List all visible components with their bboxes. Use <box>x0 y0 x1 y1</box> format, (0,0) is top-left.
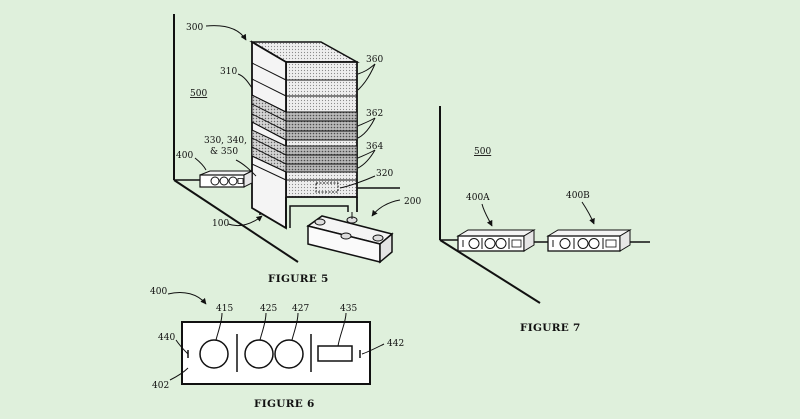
knob-427 <box>274 339 304 369</box>
figure-6-caption: FIGURE 6 <box>254 398 315 410</box>
label-500-fig7: 500 <box>474 147 491 157</box>
device-400A <box>456 229 536 252</box>
fig7-leader-lines <box>481 201 595 227</box>
knob-425 <box>244 339 274 369</box>
label-364: 364 <box>366 142 383 152</box>
label-442: 442 <box>387 339 404 349</box>
fig6-labels: 400 415 425 427 435 440 442 402 FIGURE 6 <box>150 287 404 410</box>
label-300: 300 <box>186 23 203 33</box>
device-400-small <box>199 170 253 188</box>
label-350: & 350 <box>210 147 238 157</box>
fig7-room-lines <box>439 106 650 304</box>
fig7-labels: 500 400A 400B FIGURE 7 <box>466 147 590 334</box>
label-330-340: 330, 340, <box>204 136 247 146</box>
rack-tower <box>249 40 360 230</box>
robot-200 <box>306 212 394 264</box>
figure-7-caption: FIGURE 7 <box>520 322 581 334</box>
label-100: 100 <box>212 219 229 229</box>
label-310: 310 <box>220 67 237 77</box>
fig5-leader-lines <box>194 25 401 227</box>
label-400B: 400B <box>566 191 590 201</box>
figure-5-caption: FIGURE 5 <box>268 273 329 285</box>
label-400: 400 <box>176 151 193 161</box>
label-435: 435 <box>340 304 357 314</box>
label-362: 362 <box>366 109 383 119</box>
label-427: 427 <box>292 304 309 314</box>
label-400A: 400A <box>466 193 490 203</box>
fig5-labels: 300 310 360 362 364 320 500 330, 340, & … <box>176 23 421 285</box>
label-425: 425 <box>260 304 277 314</box>
knob-415 <box>199 339 229 369</box>
figure-6: 400 415 425 427 435 440 442 402 FIGURE 6 <box>150 287 404 410</box>
display-435 <box>317 345 353 362</box>
sensor-320-box <box>315 182 339 193</box>
label-415: 415 <box>216 304 233 314</box>
label-500: 500 <box>190 89 207 99</box>
label-440: 440 <box>158 333 175 343</box>
label-360: 360 <box>366 55 383 65</box>
label-320: 320 <box>376 169 393 179</box>
label-200: 200 <box>404 197 421 207</box>
device-400B <box>546 229 632 252</box>
figure-5: 300 310 360 362 364 320 500 330, 340, & … <box>173 14 421 285</box>
fig6-leader-lines <box>167 291 385 381</box>
label-402: 402 <box>152 381 169 391</box>
figure-7: 500 400A 400B FIGURE 7 <box>439 106 650 334</box>
label-400-fig6: 400 <box>150 287 167 297</box>
